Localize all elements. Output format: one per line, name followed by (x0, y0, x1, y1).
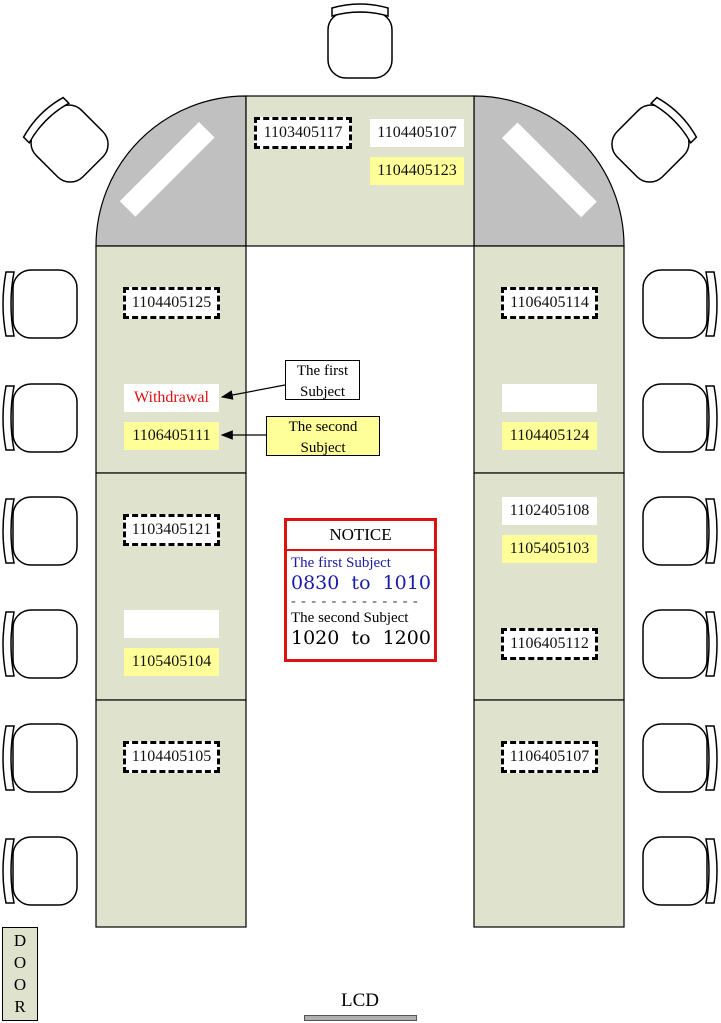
first-subject-callout-line1: The first (296, 363, 349, 379)
seat-left-3: 1106405111 (124, 422, 219, 450)
second-subject-callout-line2: Subject (300, 440, 346, 456)
notice-box: NOTICE The first Subject 0830 to 1010 - … (284, 518, 437, 662)
table-top-left-corner (95, 95, 247, 247)
door: D O O R (2, 927, 38, 1021)
chair-icon (17, 91, 117, 191)
second-subject-callout-line1: The second (288, 419, 358, 435)
chair-icon (2, 836, 78, 906)
door-letter: D (13, 931, 27, 950)
seat-left-1: 1104405125 (123, 287, 220, 319)
first-subject-callout: The first Subject (285, 360, 360, 400)
chair-icon (2, 496, 78, 566)
second-subject-callout: The second Subject (266, 416, 380, 456)
chair-icon (642, 836, 718, 906)
first-subject-callout-line2: Subject (300, 384, 345, 400)
table-left-3 (95, 699, 247, 928)
seat-left-2: Withdrawal (124, 384, 219, 412)
lcd-label: LCD (341, 990, 379, 1011)
seat-right-2 (502, 384, 597, 412)
chair-icon (2, 723, 78, 793)
seat-top-middle-left: 1103405117 (254, 117, 352, 149)
notice-first-time: 0830 to 1010 (291, 572, 431, 594)
notice-second-time: 1020 to 1200 (291, 627, 431, 649)
chair-icon (2, 383, 78, 453)
seat-left-6: 1105405104 (124, 648, 219, 676)
table-top-right-corner (473, 95, 625, 247)
chair-icon (642, 269, 718, 339)
lcd-screen (304, 1015, 417, 1021)
notice-second-subject: The second Subject (291, 610, 409, 626)
seat-left-7: 1104405105 (123, 741, 220, 773)
seat-right-3: 1104405124 (502, 422, 597, 450)
chair-icon (642, 496, 718, 566)
seat-left-5 (124, 610, 219, 638)
notice-separator: - - - - - - - - - - - - - (291, 594, 419, 609)
chair-icon (603, 91, 703, 191)
seat-right-5: 1105405103 (502, 535, 597, 563)
chair-icon (327, 3, 393, 79)
chair-icon (642, 723, 718, 793)
chair-icon (642, 609, 718, 679)
chair-icon (2, 269, 78, 339)
seat-right-7: 1106405107 (501, 741, 598, 773)
door-letter: O (13, 975, 27, 994)
notice-first-subject: The first Subject (291, 555, 391, 571)
door-letter: O (13, 953, 27, 972)
first-subject-arrow (220, 384, 286, 400)
notice-title: NOTICE (287, 521, 434, 551)
seat-right-6: 1106405112 (501, 628, 598, 660)
seat-right-1: 1106405114 (501, 287, 598, 319)
chair-icon (642, 383, 718, 453)
seat-left-4: 1103405121 (123, 514, 220, 546)
table-right-3 (473, 699, 625, 928)
seat-right-4: 1102405108 (502, 497, 597, 525)
chair-icon (2, 609, 78, 679)
door-letter: R (14, 997, 26, 1016)
seat-top-middle-right-1: 1104405107 (370, 119, 464, 147)
seat-top-middle-right-2: 1104405123 (370, 157, 464, 185)
